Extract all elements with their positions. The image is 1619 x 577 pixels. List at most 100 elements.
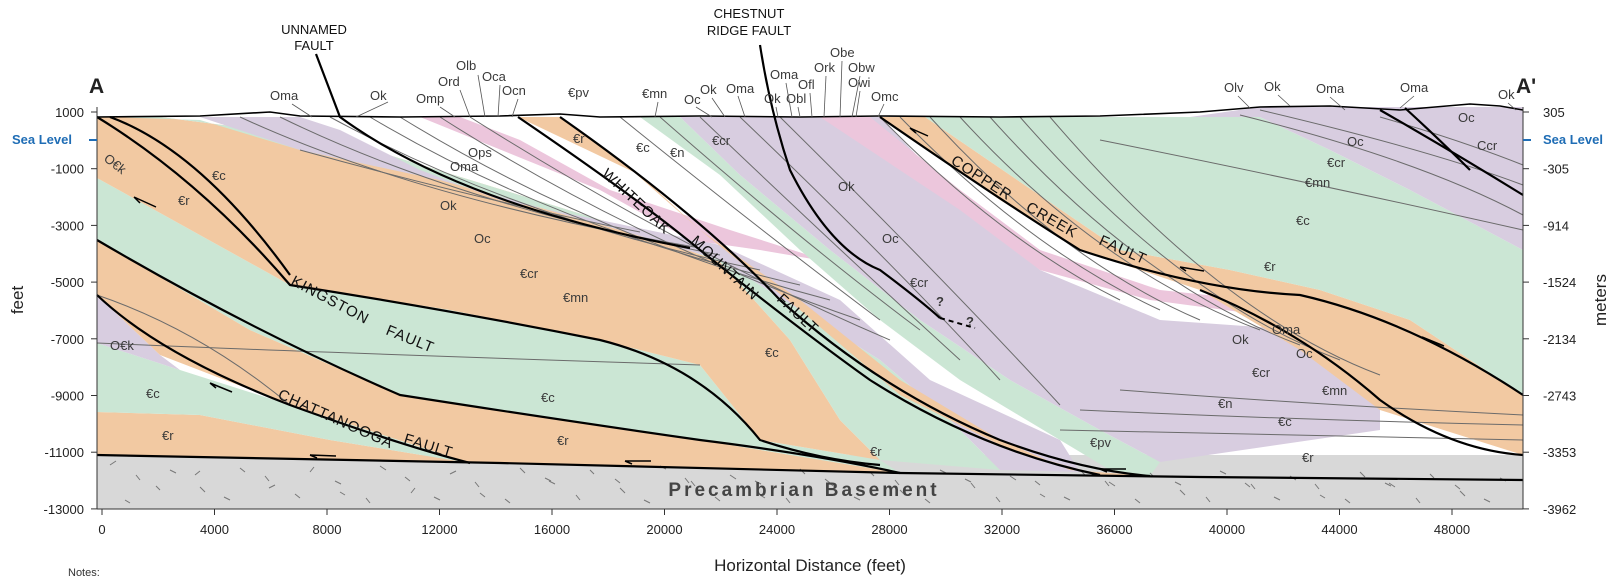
right-tick-label: -3353: [1543, 445, 1576, 460]
label-leader-line: [477, 74, 486, 118]
label-leader-line: [654, 101, 659, 118]
section-start-label: A: [89, 75, 104, 98]
unit-carbonate-whiteoak: [560, 117, 1160, 476]
unnamed-fault-label-1: UNNAMED: [281, 22, 347, 37]
fault-chattanooga: [96, 294, 471, 465]
formation-label: €mn: [1305, 175, 1330, 190]
formation-label: Ok: [838, 179, 855, 194]
formation-label: €mn: [563, 290, 588, 305]
formation-label: €c: [146, 386, 160, 401]
formation-label: €cr: [1252, 365, 1271, 380]
label-leader-line: [823, 75, 827, 118]
formation-label: Ok: [440, 198, 457, 213]
formation-label: Oca: [482, 69, 507, 84]
formation-label: Ops: [468, 145, 492, 160]
left-tick-label: -1000: [51, 162, 84, 177]
label-leader-line: [1277, 94, 1291, 107]
x-tick-label: 44000: [1321, 522, 1357, 537]
label-leader-line: [355, 101, 389, 118]
fault-whiteoak: [517, 116, 1101, 477]
formation-label: Oc: [1458, 110, 1475, 125]
formation-label: €r: [162, 428, 174, 443]
formation-label: Oc: [474, 231, 491, 246]
formation-label: €c: [212, 168, 226, 183]
unit-knox-copper: [1190, 107, 1523, 250]
formation-label: Oma: [270, 88, 299, 103]
right-axis-title: meters: [1591, 274, 1610, 326]
label-leader-line: [809, 92, 813, 118]
formation-label: Ok: [370, 88, 387, 103]
label-leader-line: [785, 82, 793, 118]
formation-label: Owi: [848, 75, 871, 90]
label-leader-line: [839, 60, 843, 118]
fault-chestnut-query: [939, 317, 976, 329]
unit-rome-kingston: [97, 117, 880, 460]
formation-label: Ofl: [798, 77, 815, 92]
x-axis-title: Horizontal Distance (feet): [714, 556, 906, 575]
sea-level-left-label: Sea Level: [12, 132, 72, 147]
label-leader-line: [291, 103, 313, 118]
formation-label: Ok: [1232, 332, 1249, 347]
right-tick-label: -1524: [1543, 275, 1576, 290]
fault-copper-creek-lower: [1199, 288, 1524, 457]
formation-label: €r: [573, 131, 585, 146]
fault-chestnut-ridge: [758, 44, 941, 319]
sea-level-right-label: Sea Level: [1543, 132, 1603, 147]
formation-label: €c: [541, 390, 555, 405]
left-tick-label: 1000: [55, 105, 84, 120]
left-tick-label: -5000: [51, 275, 84, 290]
right-tick-label: -2743: [1543, 389, 1576, 404]
right-tick-label: -914: [1543, 218, 1569, 233]
label-leader-line: [695, 106, 713, 118]
fault-kingston: [96, 116, 881, 467]
formation-label: Olb: [456, 58, 476, 73]
formation-label: Omp: [416, 91, 444, 106]
left-tick-label: -3000: [51, 218, 84, 233]
x-tick-label: 12000: [421, 522, 457, 537]
formation-label: O€k: [110, 338, 134, 353]
fault-arrows: [133, 127, 1445, 473]
formation-label: €cr: [1327, 155, 1346, 170]
x-tick-label: 0: [98, 522, 105, 537]
x-tick-label: 48000: [1434, 522, 1470, 537]
basement-pattern: [109, 460, 1507, 504]
unit-knox-whiteoak: [640, 117, 1380, 462]
label-leader-line: [459, 89, 471, 118]
label-leader-line: [497, 84, 501, 118]
formation-label: Ccr: [1477, 138, 1498, 153]
label-leader-line: [711, 97, 726, 118]
unit-conasauga-chattanooga: [97, 178, 900, 473]
unit-rome-lower-left: [97, 412, 470, 463]
formation-label: €pv: [568, 85, 589, 100]
unit-ordovician-upper-kingston: [420, 117, 830, 262]
formation-label: Oma: [726, 81, 755, 96]
section-end-label: A': [1516, 75, 1536, 98]
label-leaders: [291, 60, 1517, 118]
formation-label: Oma: [1272, 322, 1301, 337]
basement-label: Precambrian Basement: [668, 480, 939, 501]
formation-contacts: [96, 109, 1524, 441]
formation-label: Oc: [1296, 346, 1313, 361]
x-tick-label: 16000: [534, 522, 570, 537]
formation-label: Obe: [830, 45, 855, 60]
fault-kingston-upper: [109, 115, 291, 276]
fault-whiteoak-upper: [559, 116, 1151, 478]
formation-label: Obw: [848, 60, 875, 75]
formation-label: €pv: [1090, 435, 1111, 450]
fault-traces: [96, 44, 1524, 482]
formation-label: €n: [1218, 396, 1232, 411]
x-tick-label: 4000: [200, 522, 229, 537]
right-tick-label: -305: [1543, 162, 1569, 177]
label-leader-line: [1399, 95, 1415, 109]
formation-label: Ok: [1498, 87, 1515, 102]
left-tick-label: -9000: [51, 389, 84, 404]
query-mark-2: ?: [966, 314, 974, 329]
formation-label: Oc: [1347, 134, 1364, 149]
label-leader-line: [877, 103, 885, 118]
label-leader-line: [797, 106, 801, 118]
formation-label: Oma: [1400, 80, 1429, 95]
left-axis-title: feet: [8, 286, 27, 315]
formation-label: €mn: [1322, 383, 1347, 398]
